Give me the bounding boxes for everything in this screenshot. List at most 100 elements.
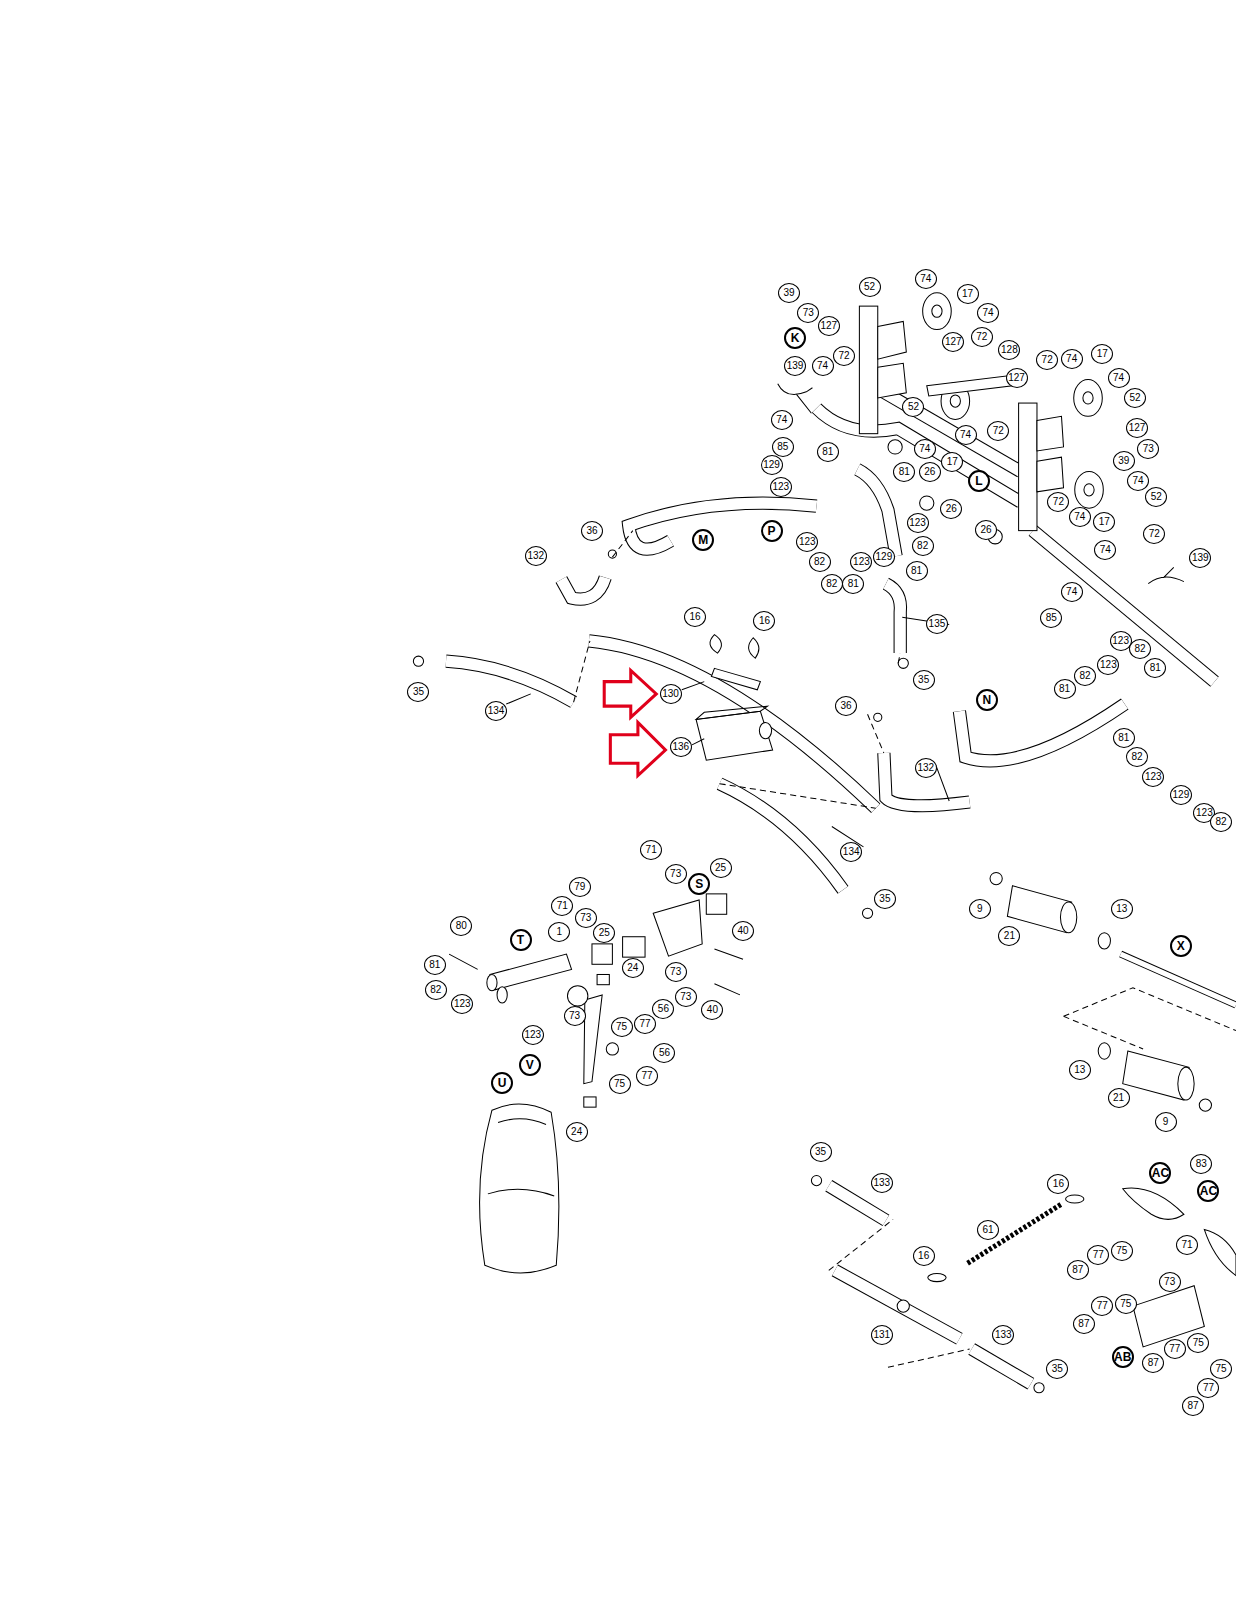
callout-number: 87 xyxy=(1142,1353,1164,1373)
callout-number: 74 xyxy=(1127,471,1149,491)
callout-number: 135 xyxy=(926,614,948,634)
callout-number: 81 xyxy=(1054,679,1076,699)
assembly-letter: T xyxy=(510,929,532,951)
callout-number: 127 xyxy=(942,332,964,352)
assembly-letter: K xyxy=(784,327,806,349)
callout-number: 73 xyxy=(665,864,687,884)
callout-number: 72 xyxy=(987,421,1009,441)
callout-number: 81 xyxy=(817,442,839,462)
callout-number: 16 xyxy=(1047,1174,1069,1194)
assembly-letter: P xyxy=(761,520,783,542)
callout-number: 82 xyxy=(809,552,831,572)
callout-number: 16 xyxy=(913,1246,935,1266)
callout-number: 40 xyxy=(732,921,754,941)
callout-number: 73 xyxy=(1137,439,1159,459)
callout-number: 35 xyxy=(810,1142,832,1162)
callout-number: 74 xyxy=(915,269,937,289)
callout-number: 74 xyxy=(1061,349,1083,369)
callout-number: 73 xyxy=(575,908,597,928)
assembly-letter: N xyxy=(976,689,998,711)
assembly-letter: AC xyxy=(1149,1162,1171,1184)
callout-number: 61 xyxy=(977,1220,999,1240)
callout-number: 87 xyxy=(1067,1260,1089,1280)
callout-number: 9 xyxy=(1155,1112,1177,1132)
assembly-letter: AC xyxy=(1197,1180,1219,1202)
callout-number: 81 xyxy=(893,462,915,482)
callout-number: 52 xyxy=(859,277,881,297)
callout-number: 75 xyxy=(611,1017,633,1037)
callout-number: 123 xyxy=(850,552,872,572)
callout-number: 133 xyxy=(871,1173,893,1193)
callout-number: 71 xyxy=(640,840,662,860)
callout-number: 26 xyxy=(940,499,962,519)
callout-number: 16 xyxy=(753,611,775,631)
callout-number: 73 xyxy=(564,1006,586,1026)
callout-number: 134 xyxy=(840,842,862,862)
callout-number: 16 xyxy=(684,607,706,627)
callout-number: 85 xyxy=(1040,608,1062,628)
callout-number: 73 xyxy=(1159,1272,1181,1292)
callout-number: 72 xyxy=(833,346,855,366)
callout-number: 129 xyxy=(1170,785,1192,805)
callout-number: 127 xyxy=(818,316,840,336)
callout-number: 9 xyxy=(969,899,991,919)
callout-number: 56 xyxy=(652,999,674,1019)
callout-number: 123 xyxy=(1097,655,1119,675)
assembly-letter: U xyxy=(491,1072,513,1094)
callout-number: 71 xyxy=(551,896,573,916)
callout-number: 129 xyxy=(761,455,783,475)
callout-number: 36 xyxy=(581,521,603,541)
callout-number: 132 xyxy=(525,546,547,566)
callout-number: 123 xyxy=(1142,767,1164,787)
callout-number: 72 xyxy=(971,327,993,347)
callout-number: 74 xyxy=(977,303,999,323)
callout-number: 82 xyxy=(1129,639,1151,659)
callout-number: 82 xyxy=(1210,812,1232,832)
callout-number: 132 xyxy=(915,758,937,778)
callout-number: 72 xyxy=(1143,524,1165,544)
callout-number: 26 xyxy=(919,462,941,482)
callout-number: 87 xyxy=(1182,1396,1204,1416)
callout-number: 79 xyxy=(569,877,591,897)
callout-number: 127 xyxy=(1006,368,1028,388)
callout-number: 36 xyxy=(835,696,857,716)
callout-number: 131 xyxy=(871,1325,893,1345)
callout-number: 77 xyxy=(1197,1378,1219,1398)
callout-number: 35 xyxy=(913,670,935,690)
callout-number: 123 xyxy=(796,532,818,552)
callout-number: 17 xyxy=(1091,344,1113,364)
callout-number: 83 xyxy=(1190,1154,1212,1174)
callout-number: 81 xyxy=(906,561,928,581)
callout-number: 13 xyxy=(1069,1060,1091,1080)
assembly-letter: AB xyxy=(1112,1346,1134,1368)
callout-number: 24 xyxy=(622,958,644,978)
callout-number: 130 xyxy=(660,684,682,704)
callout-number: 136 xyxy=(670,737,692,757)
callout-number: 35 xyxy=(874,889,896,909)
callout-number: 123 xyxy=(451,994,473,1014)
callout-number: 24 xyxy=(566,1122,588,1142)
callout-number: 1 xyxy=(548,922,570,942)
callout-number: 75 xyxy=(609,1074,631,1094)
callout-number: 139 xyxy=(784,356,806,376)
callout-number: 73 xyxy=(665,962,687,982)
callout-number: 81 xyxy=(1113,728,1135,748)
callout-number: 75 xyxy=(1111,1241,1133,1261)
callout-number: 127 xyxy=(1126,418,1148,438)
callout-number: 81 xyxy=(842,574,864,594)
callout-number: 133 xyxy=(992,1325,1014,1345)
callout-number: 123 xyxy=(522,1025,544,1045)
callout-number: 74 xyxy=(1108,368,1130,388)
callout-number: 129 xyxy=(873,547,895,567)
callout-number: 35 xyxy=(1046,1359,1068,1379)
callout-number: 39 xyxy=(1113,451,1135,471)
callout-number: 17 xyxy=(1093,512,1115,532)
callout-number: 74 xyxy=(1094,540,1116,560)
callout-number: 26 xyxy=(975,520,997,540)
callout-number: 128 xyxy=(998,340,1020,360)
callout-number: 82 xyxy=(1074,666,1096,686)
callout-number: 81 xyxy=(1144,658,1166,678)
callout-number: 13 xyxy=(1111,899,1133,919)
callout-number: 71 xyxy=(1176,1235,1198,1255)
